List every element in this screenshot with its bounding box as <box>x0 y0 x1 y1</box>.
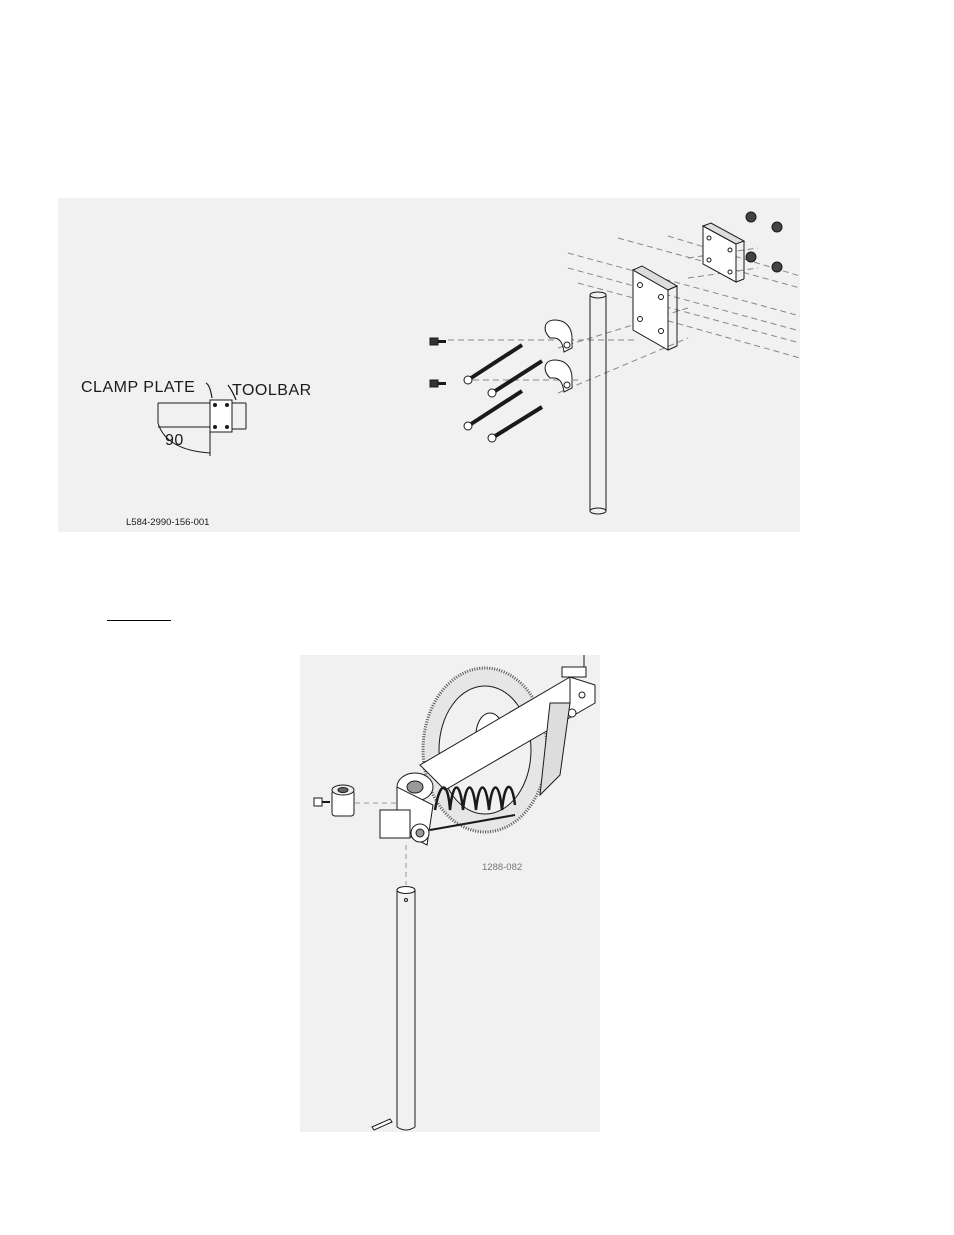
cotter-pin <box>372 1119 392 1130</box>
clamp-plate-label: CLAMP PLATE <box>81 379 195 396</box>
u-clamp-upper <box>545 320 572 352</box>
vertical-pin-post <box>397 887 415 1131</box>
u-clamp-lower <box>545 360 572 392</box>
section-underline <box>107 620 171 621</box>
wheel-assembly-svg: 1288-082 <box>300 655 600 1132</box>
wheel-assembly-diagram: 1288-082 <box>300 655 600 1132</box>
cap-screws <box>430 338 446 387</box>
collar <box>332 785 354 816</box>
set-screw <box>314 798 330 806</box>
clamp-assembly-diagram: CLAMP PLATE TOOLBAR 90 L584-2990-156-001 <box>58 198 800 532</box>
part-number-bottom: 1288-082 <box>482 862 522 873</box>
angle-label: 90 <box>165 432 184 449</box>
clamp-assembly-svg: CLAMP PLATE TOOLBAR 90 L584-2990-156-001 <box>58 198 800 532</box>
toolbar-label: TOOLBAR <box>232 382 312 399</box>
hex-nuts <box>746 212 782 272</box>
part-number-top: L584-2990-156-001 <box>126 517 209 528</box>
rear-clamp-plate <box>703 223 744 282</box>
vertical-post <box>590 292 606 514</box>
long-bolts <box>468 345 542 438</box>
